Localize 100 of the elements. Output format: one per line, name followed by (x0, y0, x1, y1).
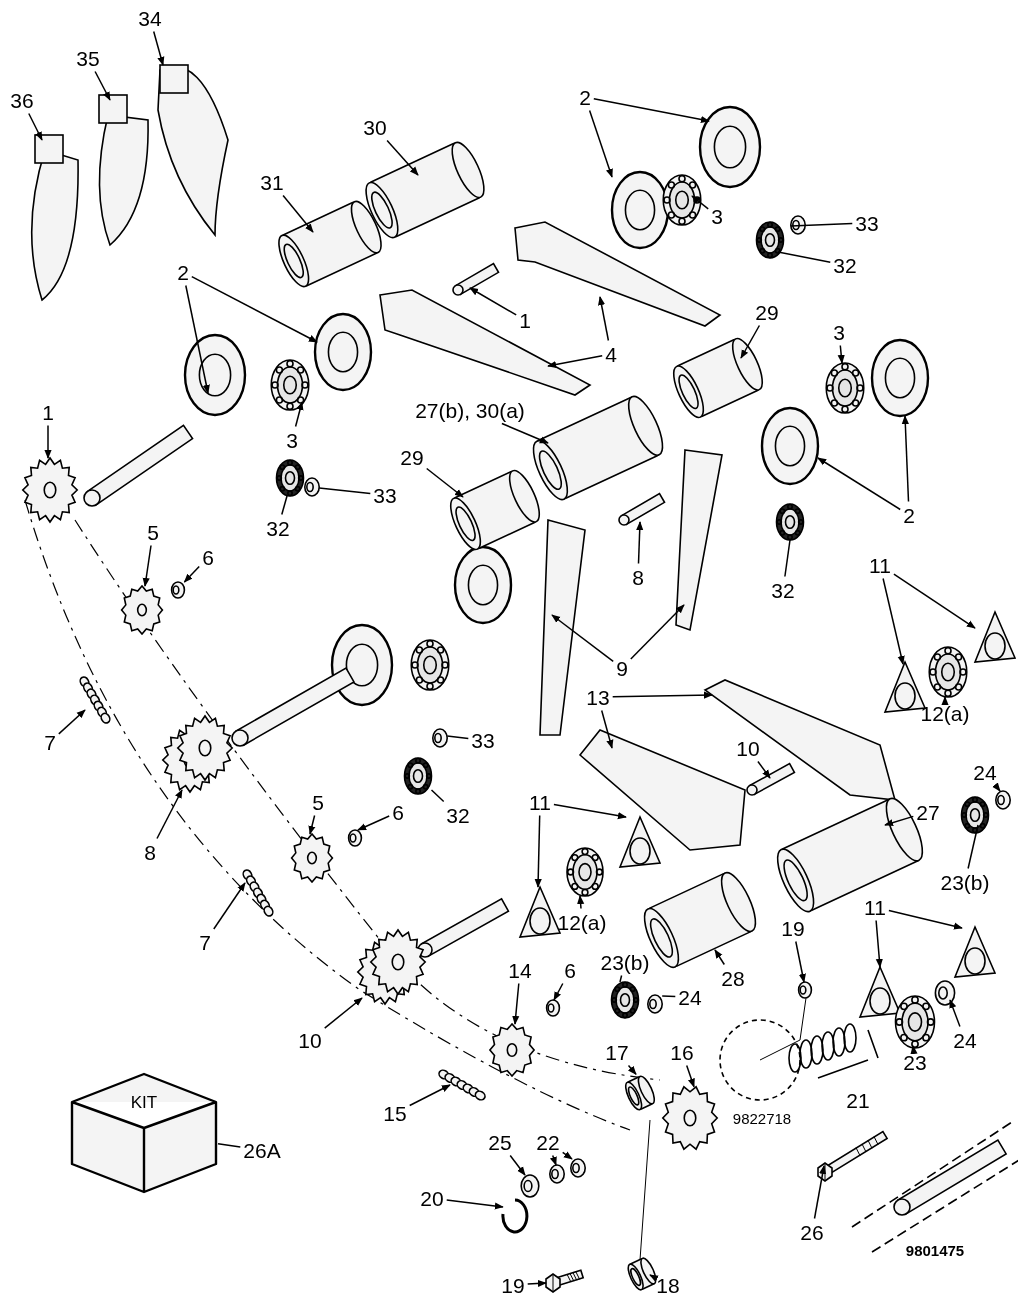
callout-number: 26 (799, 1220, 825, 1244)
callout-number: 27(b), 30(a) (414, 398, 526, 422)
blade-drawing (30, 134, 79, 301)
callout-number: 23 (902, 1050, 928, 1074)
callout-number: 23(b) (599, 950, 651, 974)
callout-number: 8 (631, 565, 645, 589)
bearing-drawing (662, 174, 702, 226)
flange-disc-drawing (313, 312, 373, 392)
leader-line (185, 284, 210, 394)
bearing-drawing (825, 362, 865, 414)
callout-number: 36 (9, 88, 35, 112)
leader-line (94, 70, 111, 101)
washer-drawing (347, 829, 363, 847)
leader-line (777, 251, 832, 263)
bearing-drawing (566, 847, 604, 897)
leader-line (512, 982, 520, 1025)
callout-number: 25 (487, 1130, 513, 1154)
leader-line (636, 521, 644, 565)
leader-line (817, 457, 901, 511)
callout-number: 3 (832, 320, 846, 344)
leader-line (44, 424, 52, 459)
bearing-drawing (755, 221, 785, 259)
bearing-drawing (960, 796, 990, 834)
sprocket-drawing (356, 928, 427, 1006)
bearing-drawing (403, 757, 433, 795)
leader-line (308, 814, 316, 835)
leader-line (649, 1274, 659, 1283)
leader-line (509, 1154, 526, 1176)
callout-number: 26A (242, 1138, 282, 1162)
leader-line (534, 814, 542, 888)
leader-line (357, 815, 390, 831)
leader-line (408, 1084, 451, 1107)
callout-number: 24 (952, 1028, 978, 1052)
leader-line (386, 139, 419, 176)
leader-line (445, 1199, 504, 1210)
plate-drawing (973, 609, 1017, 663)
leader-line (294, 401, 304, 428)
flange-drawing (760, 406, 820, 486)
nut-drawing (790, 215, 806, 235)
leader-line (757, 760, 771, 779)
pin-drawing (452, 262, 500, 296)
snap-ring-drawing (501, 1198, 529, 1234)
callout-number: 18 (655, 1273, 681, 1297)
leader-line (593, 97, 710, 123)
leader-line (598, 296, 610, 342)
bearing-drawing (775, 503, 805, 541)
callout-number: 33 (372, 483, 398, 507)
callout-number: 21 (846, 1089, 870, 1111)
leader-line (893, 573, 976, 629)
callout-number: 33 (470, 728, 496, 752)
callout-number: 28 (720, 966, 746, 990)
sprocket-drawing (661, 1085, 719, 1151)
leader-line (58, 709, 86, 735)
callout-number: 2 (578, 85, 592, 109)
leader-line (281, 495, 288, 516)
sprocket-drawing (488, 1022, 536, 1078)
callout-number: 3 (710, 204, 724, 228)
callout-number: 32 (770, 578, 796, 602)
callout-number: 19 (500, 1273, 526, 1297)
callout-number: 2 (176, 260, 190, 284)
leader-line (691, 195, 709, 210)
callout-number: 9 (615, 656, 629, 680)
leader-line (630, 604, 685, 660)
callout-number: 4 (604, 342, 618, 366)
nut-drawing (647, 994, 663, 1014)
sprocket-drawing (120, 584, 164, 636)
leader-line (813, 1165, 827, 1220)
callout-number: 15 (382, 1101, 408, 1125)
leader-line (282, 194, 314, 233)
callout-number: 32 (445, 803, 471, 827)
leader-line (941, 696, 949, 706)
arm-drawing (379, 289, 592, 396)
callout-number: 5 (146, 520, 160, 544)
plate-drawing (618, 814, 662, 868)
callout-number: 32 (265, 516, 291, 540)
bearing-drawing (928, 646, 968, 698)
leader-line (547, 354, 603, 368)
callout-number: 8 (143, 840, 157, 864)
leader-line (551, 614, 614, 663)
bushing-drawing (532, 395, 664, 501)
callout-number: 6 (391, 800, 405, 824)
callout-number: 13 (585, 685, 611, 709)
nut-drawing (995, 790, 1011, 810)
leader-line (619, 974, 623, 983)
leader-line (875, 919, 883, 968)
washer-drawing (545, 999, 561, 1017)
callout-number: 2 (902, 503, 916, 527)
arm-drawing (539, 518, 586, 736)
leader-line (740, 324, 761, 359)
washer-drawing (570, 1158, 586, 1178)
bearing-drawing (270, 359, 310, 411)
leader-line (553, 982, 564, 1001)
flange-drawing (183, 333, 247, 417)
leader-line (577, 895, 585, 910)
flange-disc-drawing (698, 105, 762, 189)
leader-line (501, 422, 549, 444)
drawing-number: 9822718 (732, 1110, 792, 1126)
leader-line (213, 882, 246, 930)
leader-line (992, 782, 1001, 792)
bearing-drawing (610, 981, 640, 1019)
